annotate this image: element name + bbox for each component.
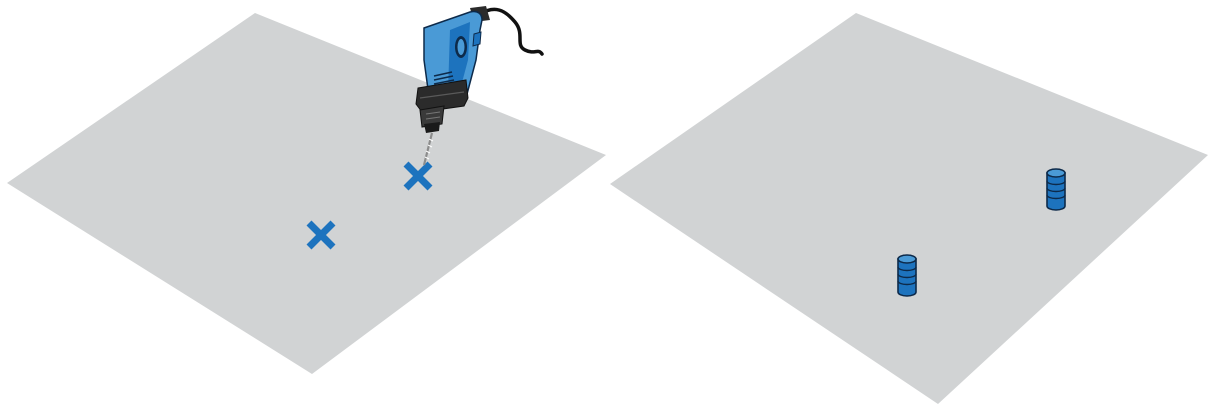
- right-surface-plane: [610, 13, 1208, 404]
- threaded-insert-icon: [898, 255, 916, 296]
- left-surface-plane: [7, 13, 606, 374]
- threaded-insert-icon: [1047, 169, 1065, 210]
- right-panel: [610, 13, 1208, 404]
- left-panel: [7, 6, 606, 374]
